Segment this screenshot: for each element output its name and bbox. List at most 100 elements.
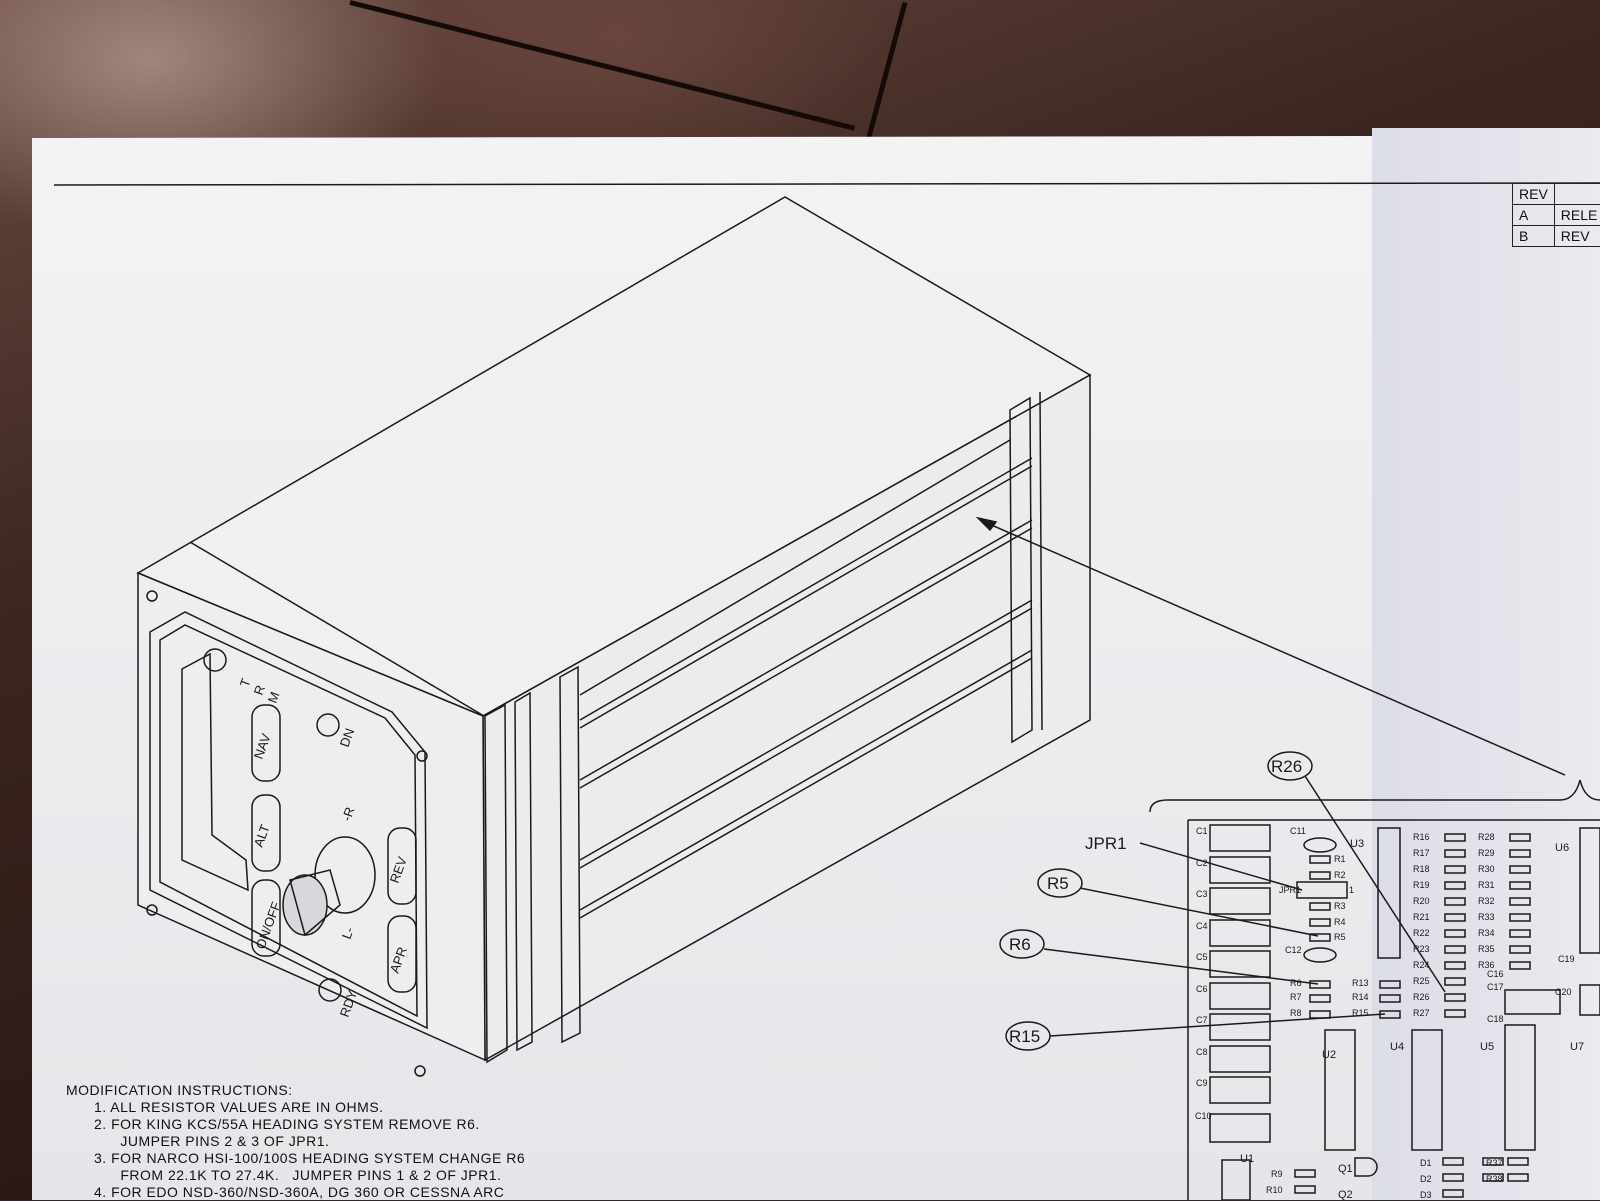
label-r38: R38	[1486, 1174, 1503, 1184]
label-r21: R21	[1413, 912, 1430, 922]
label-r33: R33	[1478, 912, 1495, 922]
callout-jpr1: JPR1	[1085, 834, 1127, 853]
rev-a-desc: RELE	[1553, 204, 1600, 226]
alt-button-label: ALT	[251, 822, 273, 849]
label-r1: R1	[1334, 854, 1346, 864]
rev-b-desc: REV	[1553, 225, 1600, 247]
label-r24: R24	[1413, 960, 1430, 970]
callouts	[999, 751, 1446, 1051]
label-r31: R31	[1478, 880, 1495, 890]
jpr1-header	[1296, 881, 1348, 899]
label-r5: R5	[1334, 932, 1346, 942]
label-r32: R32	[1478, 896, 1495, 906]
label-c8: C8	[1196, 1047, 1208, 1057]
label-c16: C16	[1487, 969, 1504, 979]
label-q2: Q2	[1338, 1189, 1353, 1200]
knob-left-label: L-	[339, 925, 357, 941]
label-c9: C9	[1196, 1078, 1208, 1088]
label-r4: R4	[1334, 917, 1346, 927]
label-c18: C18	[1487, 1014, 1504, 1024]
autopilot-unit	[136, 196, 1092, 1077]
modification-notes: MODIFICATION INSTRUCTIONS: 1. ALL RESIST…	[66, 1082, 525, 1201]
callout-r26: R26	[1271, 757, 1302, 776]
label-r10: R10	[1266, 1185, 1283, 1195]
label-r23: R23	[1413, 944, 1430, 954]
note-line-5: FROM 22.1K TO 27.4K. JUMPER PINS 1 & 2 O…	[94, 1167, 502, 1183]
label-r2: R2	[1334, 870, 1346, 880]
board-bracket	[1149, 779, 1600, 813]
label-c6: C6	[1196, 984, 1208, 994]
label-c17: C17	[1487, 982, 1504, 992]
resistor-col-r28	[1509, 833, 1531, 970]
label-u1: U1	[1240, 1153, 1254, 1165]
note-line-4: 3. FOR NARCO HSI-100/100S HEADING SYSTEM…	[94, 1150, 526, 1166]
knob-right-label: -R	[339, 805, 358, 823]
rev-header-blank	[1553, 183, 1600, 205]
u3-chip	[1377, 827, 1401, 959]
label-jpr1-pin: 1	[1349, 885, 1354, 895]
label-u4: U4	[1390, 1041, 1404, 1053]
label-r34: R34	[1478, 928, 1495, 938]
label-u6: U6	[1555, 842, 1569, 854]
label-c10: C10	[1195, 1111, 1212, 1121]
panel-labels: NAV ALT ON/OFF REV APR DN RDY -R L- T R …	[237, 676, 410, 1019]
label-r36: R36	[1478, 960, 1495, 970]
label-r19: R19	[1413, 880, 1430, 890]
label-c2: C2	[1196, 858, 1208, 868]
label-c4: C4	[1196, 921, 1208, 931]
label-r35: R35	[1478, 944, 1495, 954]
schematic-sheet-fold	[1372, 128, 1600, 1200]
label-c5: C5	[1196, 952, 1208, 962]
label-r9: R9	[1271, 1169, 1283, 1179]
label-r3: R3	[1334, 901, 1346, 911]
u4-chip	[1411, 1029, 1443, 1151]
cap-column	[1209, 824, 1271, 1143]
label-r18: R18	[1413, 864, 1430, 874]
board-labels: C1 C2 C3 C4 C5 C6 C7 C8 C9 C10 C11 C12 C…	[1195, 826, 1584, 1200]
leader-line	[979, 519, 1566, 776]
label-r15: R15	[1352, 1008, 1369, 1018]
label-c3: C3	[1196, 889, 1208, 899]
label-r30: R30	[1478, 864, 1495, 874]
label-r26: R26	[1413, 992, 1430, 1002]
label-r13: R13	[1352, 978, 1369, 988]
label-r28: R28	[1478, 832, 1495, 842]
label-jpr1-chip: JPR1	[1279, 885, 1301, 895]
label-r17: R17	[1413, 848, 1430, 858]
label-d3: D3	[1420, 1190, 1432, 1200]
label-r22: R22	[1413, 928, 1430, 938]
label-r14: R14	[1352, 992, 1369, 1002]
label-r27: R27	[1413, 1008, 1430, 1018]
border-line	[53, 182, 1600, 186]
label-c20: C20	[1555, 987, 1572, 997]
u5-chip	[1504, 1024, 1536, 1151]
label-r8: R8	[1290, 1008, 1302, 1018]
note-line-2: 2. FOR KING KCS/55A HEADING SYSTEM REMOV…	[94, 1116, 480, 1132]
note-line-1: 1. ALL RESISTOR VALUES ARE IN OHMS.	[94, 1099, 384, 1115]
label-u2: U2	[1322, 1049, 1336, 1061]
note-line-6: 4. FOR EDO NSD-360/NSD-360A, DG 360 OR C…	[94, 1184, 505, 1200]
label-d1: D1	[1420, 1158, 1432, 1168]
label-r29: R29	[1478, 848, 1495, 858]
label-r7: R7	[1290, 992, 1302, 1002]
resistor-col-r16	[1444, 833, 1466, 1018]
u2-chip	[1324, 1029, 1356, 1151]
leader-arrowhead	[975, 516, 998, 532]
label-q1: Q1	[1338, 1163, 1353, 1175]
label-c12: C12	[1285, 945, 1302, 955]
label-r16: R16	[1413, 832, 1430, 842]
dn-indicator-label: DN	[337, 726, 358, 749]
label-u5: U5	[1480, 1041, 1494, 1053]
callout-r5: R5	[1047, 874, 1069, 893]
label-c7: C7	[1196, 1015, 1208, 1025]
mode-letter-m: M	[265, 690, 283, 705]
notes-heading: MODIFICATION INSTRUCTIONS:	[66, 1082, 293, 1098]
rev-a: A	[1512, 204, 1555, 226]
label-r25: R25	[1413, 976, 1430, 986]
rev-header: REV	[1512, 183, 1555, 205]
callout-r15: R15	[1009, 1027, 1040, 1046]
label-d2: D2	[1420, 1174, 1432, 1184]
label-c19: C19	[1558, 954, 1575, 964]
